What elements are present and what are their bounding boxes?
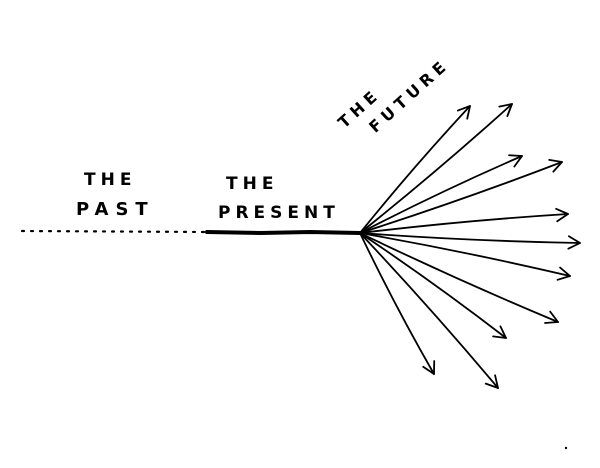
future-arrow-head [556, 266, 571, 281]
future-arrow-shaft [359, 161, 563, 234]
present-label-line2: PRESENT [218, 203, 340, 223]
future-arrow-head [484, 374, 499, 389]
future-arrow-shaft [359, 232, 507, 339]
stray-dot [564, 446, 568, 450]
future-arrow-shaft [359, 232, 435, 375]
future-arrow-head [456, 105, 471, 120]
future-arrow-head [567, 235, 581, 250]
future-arrow-head [492, 325, 507, 339]
present-solid-line [205, 229, 362, 236]
future-arrow-head [498, 103, 513, 118]
future-arrow-shaft [359, 155, 523, 234]
future-arrow-shaft [359, 232, 499, 389]
future-arrow-head [548, 159, 563, 173]
future-arrow-shaft [359, 232, 559, 323]
future-arrow-head [508, 154, 523, 168]
future-arrow-shaft [359, 232, 581, 244]
past-label: THE PAST [76, 170, 155, 219]
past-label-line1: THE [84, 170, 137, 190]
future-arrow-head [544, 310, 559, 324]
past-label-line2: PAST [76, 199, 155, 220]
future-arrow-head [555, 207, 569, 223]
future-arrow-shaft [359, 103, 513, 234]
future-arrow-shaft [359, 105, 471, 234]
future-arrow-shaft [359, 213, 569, 234]
past-dotted-line [20, 229, 210, 234]
future-arrows [359, 103, 581, 389]
present-label: THE PRESENT [218, 174, 340, 222]
present-label-line1: THE [226, 174, 279, 194]
future-arrow-shaft [359, 232, 571, 277]
future-arrow-head [422, 360, 436, 375]
